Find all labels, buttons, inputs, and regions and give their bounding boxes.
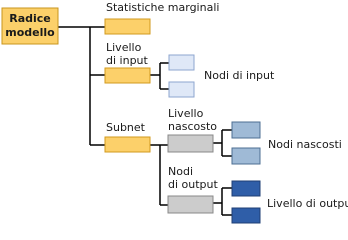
hidden-node-box-2 — [231, 147, 261, 165]
marginal-stats-box — [104, 18, 151, 35]
root-box — [1, 7, 59, 45]
marginal-stats-label: Statistiche marginali — [106, 1, 220, 14]
root-label: Radice modello — [5, 12, 55, 39]
output-layer-label: Livello di output — [267, 197, 348, 210]
subnet-label: Subnet — [106, 121, 145, 134]
hidden-layer-label: Livello nascosto — [168, 107, 217, 133]
output-node-box-2 — [231, 207, 261, 224]
input-node-box-1 — [168, 54, 195, 71]
input-layer-label: Livello di input — [106, 41, 148, 67]
hidden-node-box-1 — [231, 121, 261, 139]
output-nodes-label: Nodi di output — [168, 165, 218, 191]
input-nodes-label: Nodi di input — [204, 69, 275, 82]
output-nodes-box — [167, 195, 214, 214]
connector-lines — [58, 26, 232, 216]
subnet-box — [104, 136, 151, 153]
hidden-layer-box — [167, 134, 214, 153]
hidden-nodes-label: Nodi nascosti — [268, 138, 342, 151]
output-node-box-1 — [231, 180, 261, 197]
input-layer-box — [104, 67, 151, 84]
input-node-box-2 — [168, 81, 195, 98]
neural-network-model-tree-diagram — [1, 7, 261, 224]
